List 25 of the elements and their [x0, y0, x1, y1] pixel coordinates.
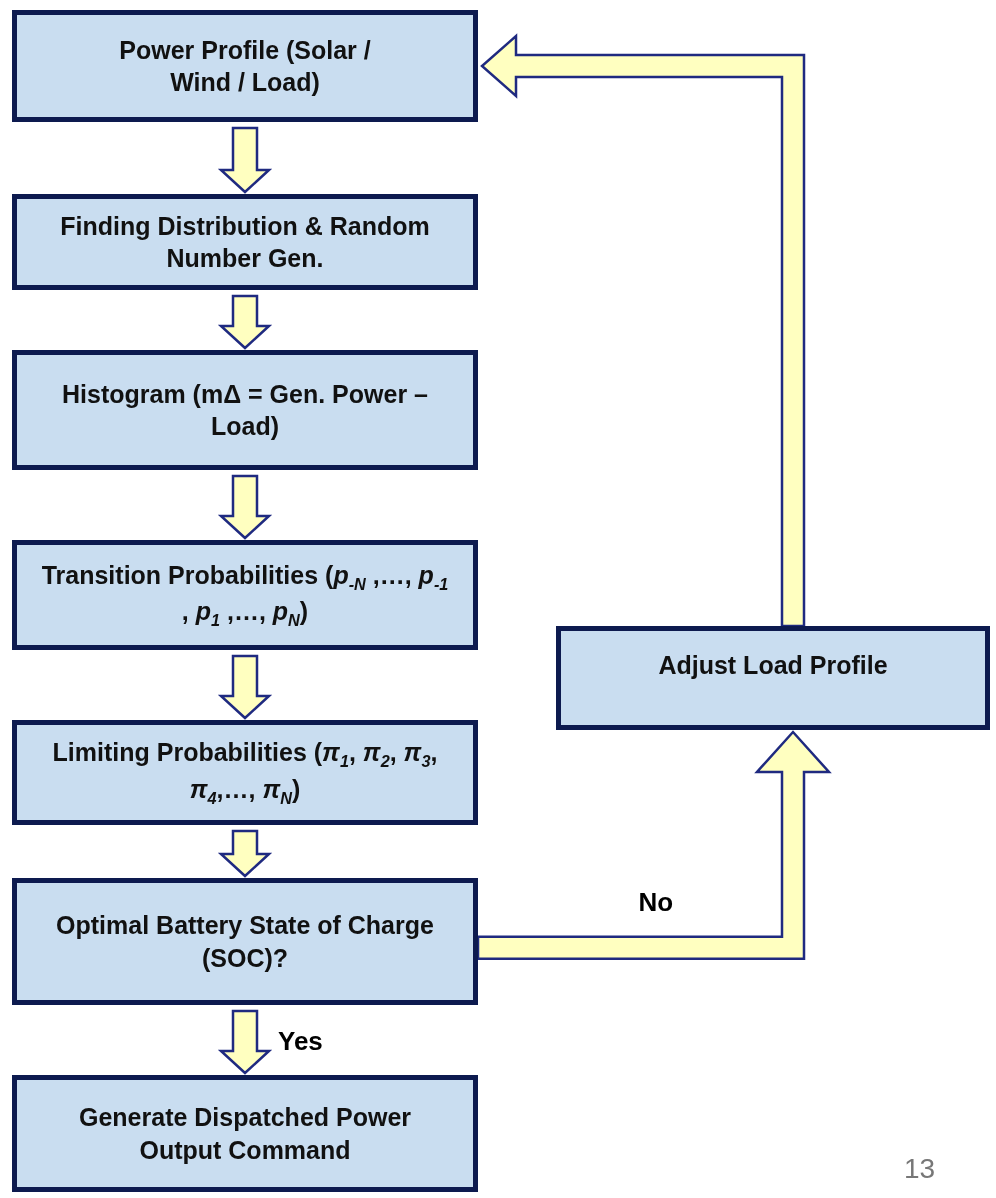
- page-number: 13: [904, 1153, 936, 1185]
- process-box: [12, 540, 478, 650]
- block-arrow: [217, 294, 273, 350]
- block-arrow: [217, 126, 273, 194]
- box-text: Optimal Battery State of Charge (SOC)?: [55, 910, 435, 974]
- process-box: [12, 194, 478, 290]
- box-text: Power Profile (Solar / Wind / Load): [118, 34, 372, 98]
- box-text: Transition Probabilities (p$_{-N}$ ,…, p$_{-1}$ , p$_{1}$ ,…, p$_{N}$): [40, 559, 450, 631]
- box-text: Adjust Load Profile: [657, 650, 889, 681]
- process-box: [12, 10, 478, 122]
- block-arrow: [217, 829, 273, 878]
- box-text: Finding Distribution & Random Number Gen.: [59, 210, 431, 274]
- block-arrow: [217, 654, 273, 720]
- box-text: Histogram (mΔ = Gen. Power – Load): [61, 378, 429, 442]
- process-box: [12, 878, 478, 1005]
- block-arrow: [217, 474, 273, 540]
- block-arrow: [480, 33, 806, 628]
- process-box: [12, 1075, 478, 1192]
- process-box: [556, 626, 990, 730]
- block-arrow: [476, 730, 832, 961]
- box-text: Generate Dispatched Power Output Command: [77, 1102, 413, 1166]
- process-box: [12, 720, 478, 825]
- block-arrow: [217, 1009, 273, 1075]
- process-box: [12, 350, 478, 470]
- box-text: Limiting Probabilities (π$_{1}$, π$_{2}$, π$_{3}$, π$_{4}$,…, π$_{N}$): [51, 737, 439, 809]
